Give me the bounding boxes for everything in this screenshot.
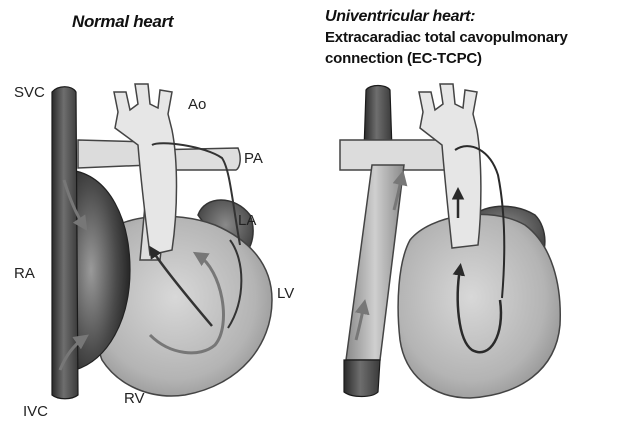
vena-cava (52, 87, 78, 399)
label-rv: RV (124, 390, 145, 407)
label-pa: PA (244, 150, 263, 167)
label-svc: SVC (14, 84, 45, 101)
univentricular-heart-drawing (340, 84, 560, 398)
normal-heart-drawing (52, 84, 272, 399)
label-la: LA (238, 212, 256, 229)
extracardiac-conduit (346, 165, 404, 360)
uni-ivc (344, 360, 380, 397)
label-ivc: IVC (23, 403, 48, 420)
label-ao: Ao (188, 96, 206, 113)
single-ventricle (398, 214, 560, 398)
label-lv: LV (277, 285, 294, 302)
label-ra: RA (14, 265, 35, 282)
